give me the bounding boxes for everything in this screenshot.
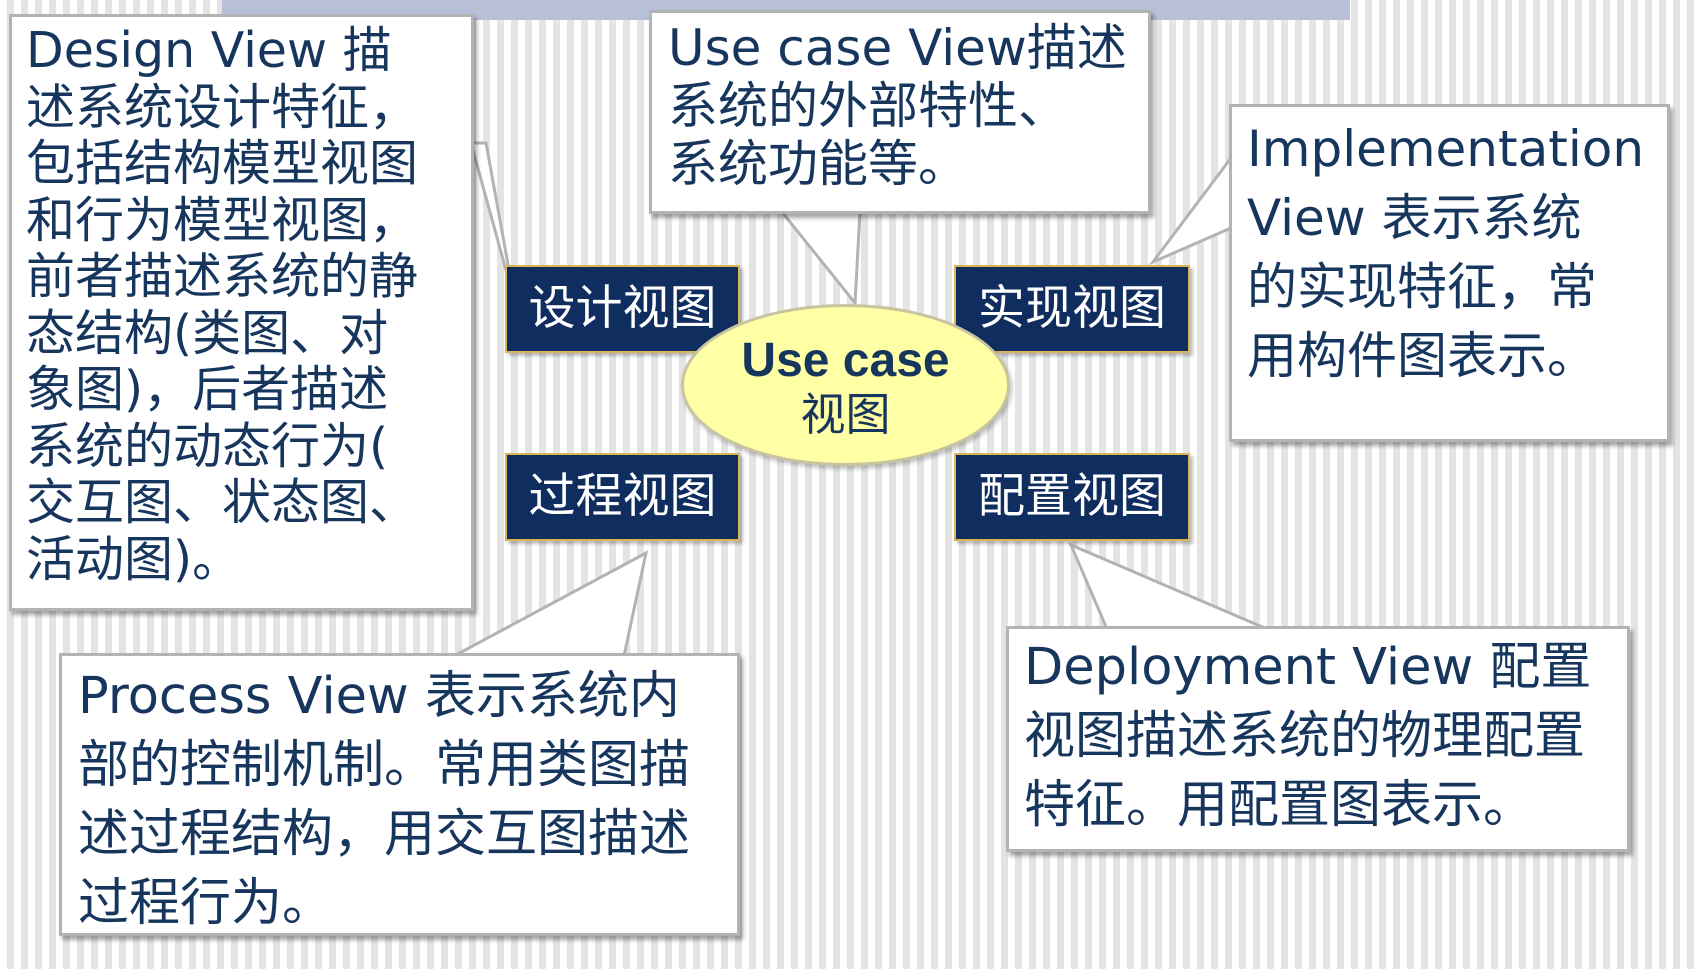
implementation-view-node: 实现视图 [954, 265, 1190, 353]
process-view-node: 过程视图 [505, 453, 740, 541]
usecase-node-subtitle: 视图 [800, 388, 891, 441]
deployment-view-description: Deployment View 配置 视图描述系统的物理配置 特征。用配置图表示… [1024, 638, 1592, 835]
design-callout-pointer [469, 141, 517, 304]
usecase-view-callout: Use case View描述 系统的外部特性、 系统功能等。 [649, 10, 1151, 214]
process-callout-pointer [453, 550, 649, 658]
deployment-view-callout: Deployment View 配置 视图描述系统的物理配置 特征。用配置图表示… [1006, 626, 1630, 852]
usecase-node-title: Use case [741, 334, 950, 387]
deploy-callout-pointer [1068, 542, 1268, 631]
usecase-callout-pointer [778, 210, 862, 307]
impl-callout-pointer [1148, 153, 1233, 266]
deployment-view-node: 配置视图 [954, 453, 1190, 541]
implementation-view-description: Implementation View 表示系统 的实现特征，常 用构件图表示。 [1247, 120, 1645, 385]
design-view-node: 设计视图 [505, 265, 740, 353]
process-view-description: Process View 表示系统内 部的控制机制。常用类图描 述过程结构，用交… [78, 667, 691, 933]
implementation-view-callout: Implementation View 表示系统 的实现特征，常 用构件图表示。 [1229, 104, 1670, 442]
process-view-callout: Process View 表示系统内 部的控制机制。常用类图描 述过程结构，用交… [59, 653, 740, 936]
usecase-view-description: Use case View描述 系统的外部特性、 系统功能等。 [668, 19, 1127, 193]
design-view-callout: Design View 描 述系统设计特征， 包括结构模型视图 和行为模型视图，… [9, 14, 474, 611]
usecase-view-node: Use case 视图 [681, 304, 1010, 466]
design-view-description: Design View 描 述系统设计特征， 包括结构模型视图 和行为模型视图，… [26, 22, 419, 588]
